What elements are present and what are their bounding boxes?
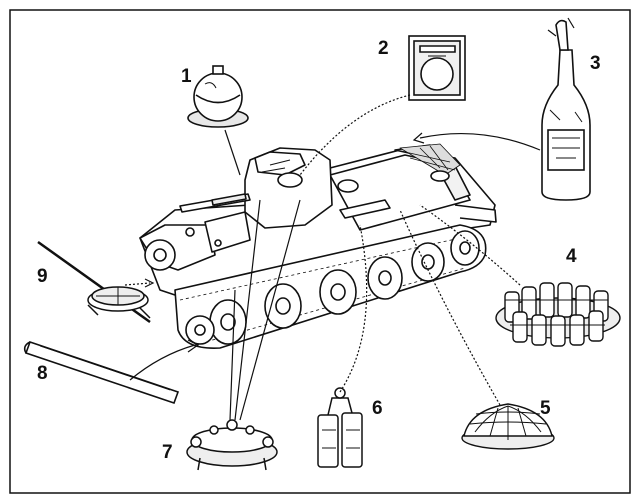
callout-6: 6 (372, 398, 383, 419)
leader-lines (124, 94, 541, 421)
item-7-magnetic-mine-icon (186, 419, 278, 471)
item-2-canister-icon (408, 35, 466, 101)
item-4-grenade-bundle-icon (495, 282, 621, 347)
callout-7: 7 (162, 442, 173, 463)
callout-9: 9 (37, 266, 48, 287)
callout-4: 4 (566, 246, 577, 267)
callout-1: 1 (181, 66, 192, 87)
item-6-twin-cylinder-icon (317, 387, 363, 468)
callout-8: 8 (37, 363, 48, 384)
item-9-pole-charge-icon (37, 240, 151, 324)
tank-illustration (139, 143, 497, 349)
item-1-glass-sphere-icon (187, 65, 249, 128)
engine-mesh (399, 143, 461, 176)
item-5-netted-charge-icon (461, 403, 555, 450)
item-8-pole-icon (23, 340, 180, 405)
callout-3: 3 (590, 53, 601, 74)
callout-5: 5 (540, 398, 551, 419)
callout-2: 2 (378, 38, 389, 59)
item-3-bottle-icon (541, 17, 591, 201)
